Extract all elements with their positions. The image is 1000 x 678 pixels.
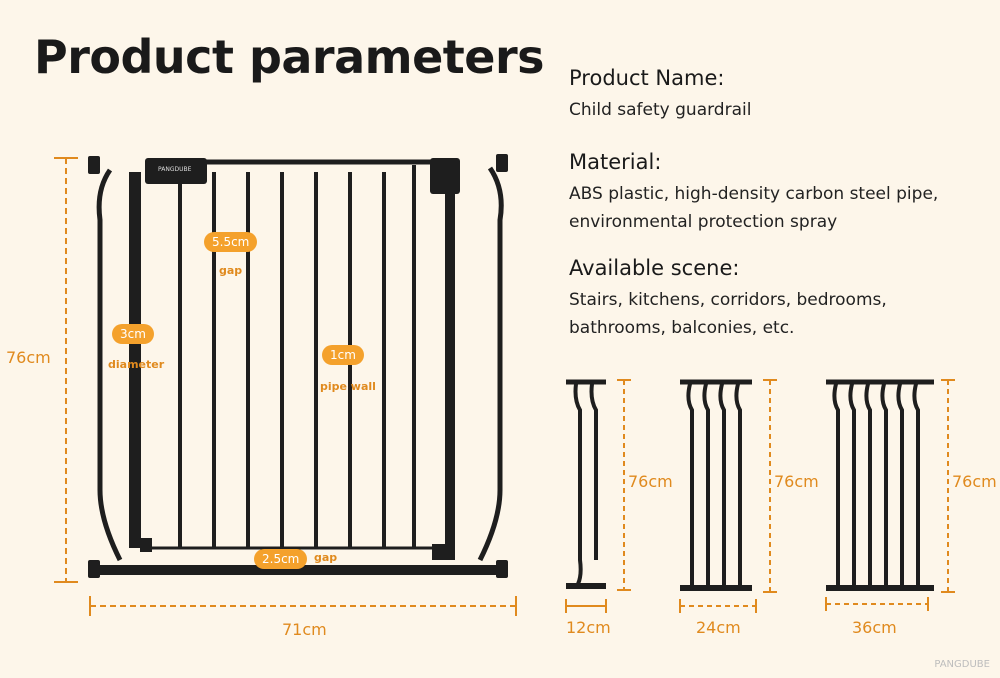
material-heading: Material: bbox=[569, 150, 662, 174]
page-title: Product parameters bbox=[34, 30, 545, 84]
gap-top-pill: 5.5cm bbox=[204, 232, 258, 252]
pipe-wall-pill: 1cm bbox=[322, 345, 364, 365]
extension-24-width: 24cm bbox=[696, 618, 741, 637]
extension-12-height: 76cm bbox=[628, 472, 673, 491]
diameter-pill: 3cm bbox=[112, 324, 154, 344]
extension-36-width: 36cm bbox=[852, 618, 897, 637]
product-name-text: Child safety guardrail bbox=[569, 100, 752, 120]
scene-heading: Available scene: bbox=[569, 256, 740, 280]
panel-brand: PANGDUBE bbox=[158, 166, 192, 173]
extension-12-width: 12cm bbox=[566, 618, 611, 637]
width-dimension-line bbox=[89, 596, 517, 616]
gate-knobs bbox=[88, 154, 508, 578]
extension-12cm bbox=[565, 379, 631, 613]
material-line-2: environmental protection spray bbox=[569, 212, 838, 232]
extension-36cm bbox=[825, 379, 955, 611]
brand-watermark: PANGDUBE bbox=[934, 659, 990, 670]
pipe-wall-label: pipe wall bbox=[320, 380, 376, 393]
extension-24-height: 76cm bbox=[774, 472, 819, 491]
gap-top-label: gap bbox=[219, 264, 243, 277]
product-name-heading: Product Name: bbox=[569, 66, 725, 90]
scene-line-1: Stairs, kitchens, corridors, bedrooms, bbox=[569, 290, 887, 310]
gate-height-label: 76cm bbox=[6, 348, 51, 367]
gap-bottom-pill: 2.5cm bbox=[254, 549, 308, 569]
diameter-label: diameter bbox=[108, 358, 165, 371]
gap-bottom-label: gap bbox=[314, 551, 338, 564]
extension-24cm bbox=[679, 379, 777, 613]
material-line-1: ABS plastic, high-density carbon steel p… bbox=[569, 184, 939, 204]
gate-width-label: 71cm bbox=[282, 620, 327, 639]
height-dimension-line bbox=[54, 157, 78, 583]
extension-36-height: 76cm bbox=[952, 472, 997, 491]
scene-line-2: bathrooms, balconies, etc. bbox=[569, 318, 795, 338]
